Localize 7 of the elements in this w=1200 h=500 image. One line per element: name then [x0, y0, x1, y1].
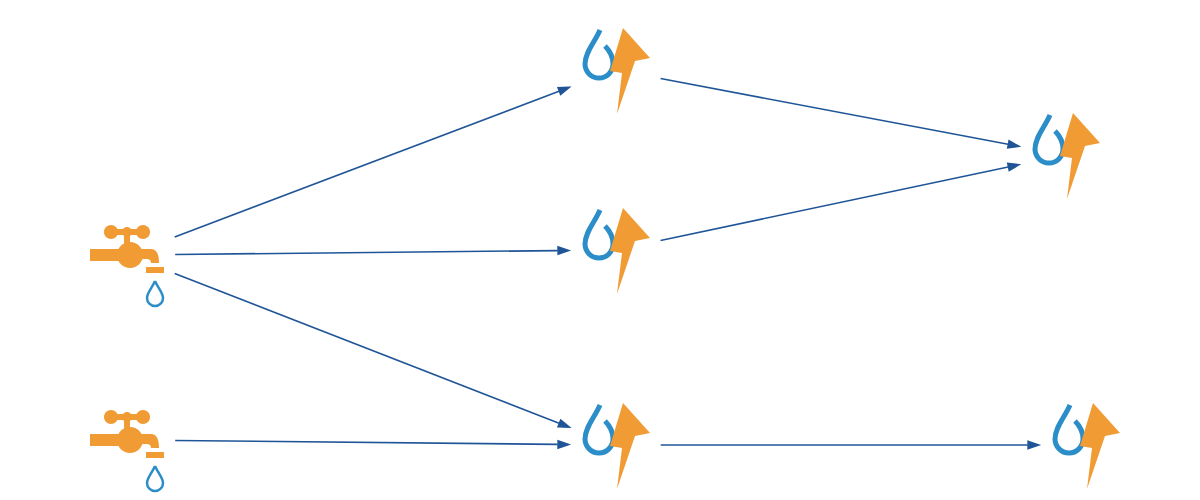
drop-bolt-icon [582, 403, 650, 489]
drop-bolt-icon [1032, 113, 1100, 199]
drop-bolt-icon [582, 208, 650, 294]
drop-bolt-icon [582, 28, 650, 114]
drop-bolt-icon [1052, 403, 1120, 489]
tap-drawing [90, 410, 165, 493]
tap-drawing [90, 225, 165, 308]
